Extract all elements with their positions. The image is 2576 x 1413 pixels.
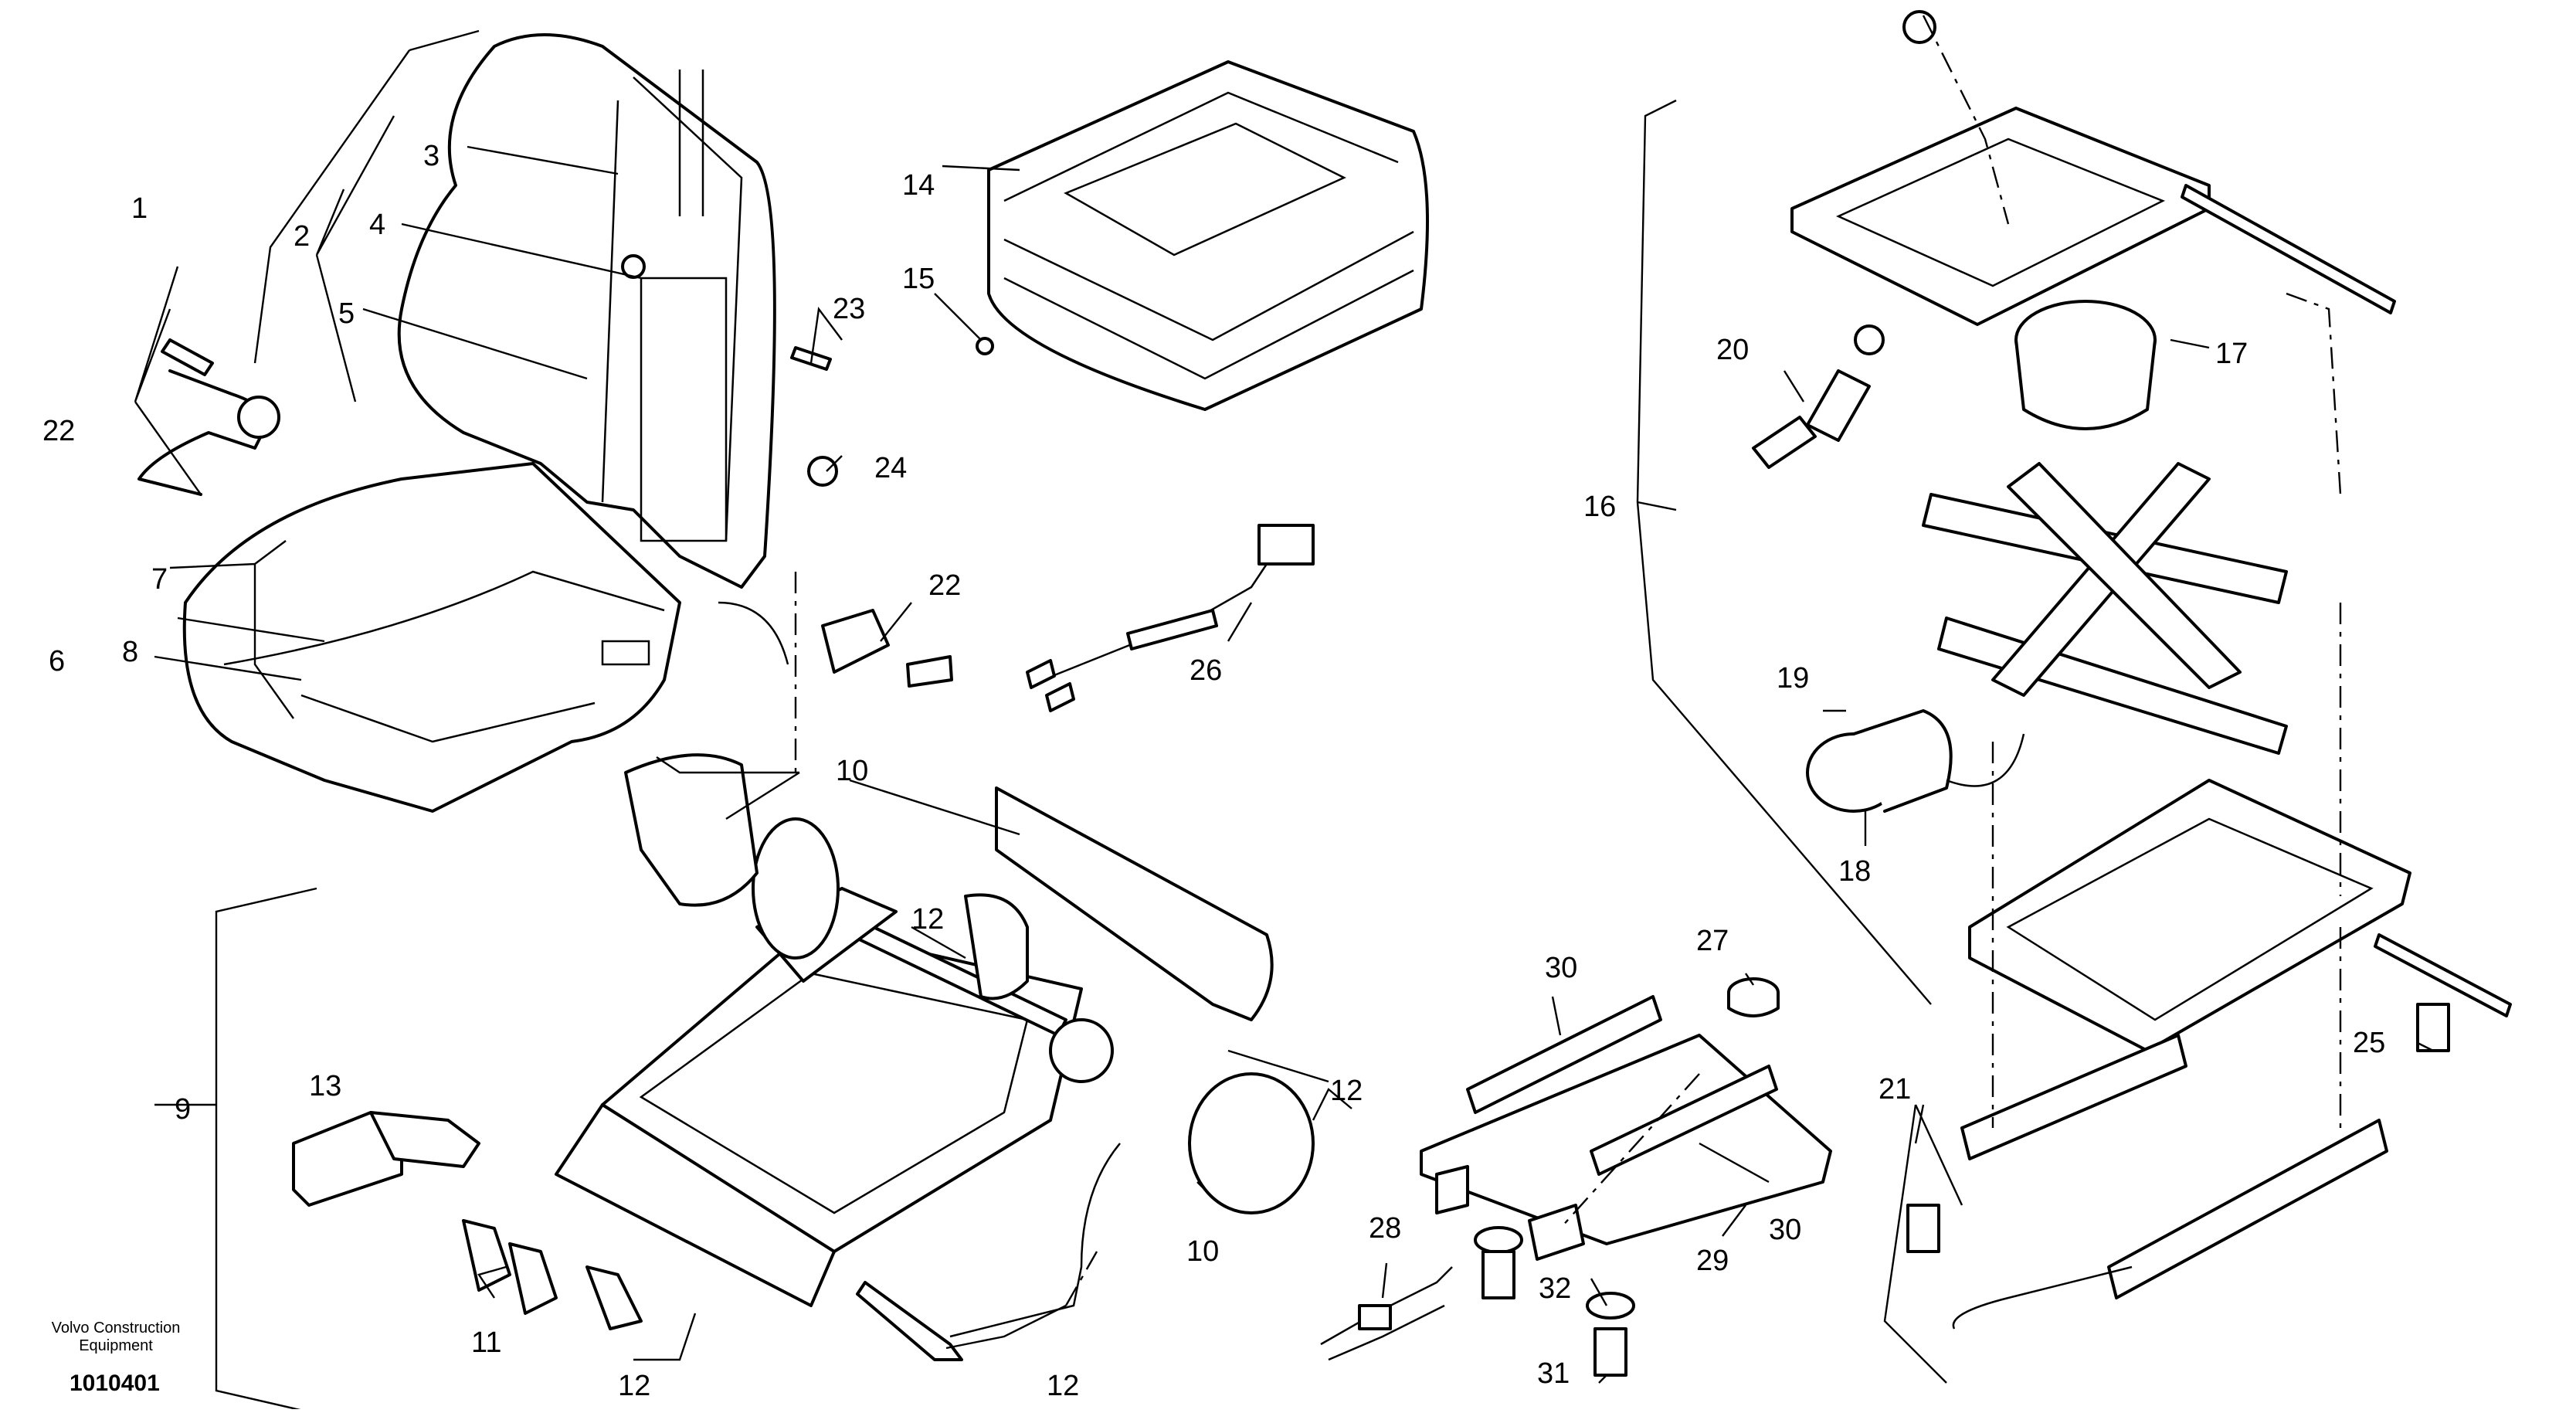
drawing-number: 1010401 — [70, 1371, 160, 1396]
callout-5: 5 — [338, 297, 355, 330]
callout-18: 18 — [1838, 855, 1871, 888]
callout-3: 3 — [423, 140, 440, 172]
callout-1: 1 — [131, 192, 148, 225]
callout-10b: 10 — [1186, 1235, 1219, 1268]
scissor-mechanism — [1922, 462, 2288, 755]
callout-12d: 12 — [1047, 1370, 1079, 1402]
callout-22b: 22 — [928, 569, 961, 602]
callout-12b: 12 — [1330, 1075, 1363, 1107]
callout-14: 14 — [902, 169, 935, 202]
callout-21: 21 — [1879, 1073, 1911, 1106]
seat-belt — [137, 338, 953, 688]
callout-30a: 30 — [1545, 952, 1577, 984]
callout-26: 26 — [1190, 654, 1222, 687]
bellows-cover — [976, 60, 1429, 411]
callout-20: 20 — [1716, 334, 1749, 366]
callout-17: 17 — [2215, 338, 2248, 370]
suspension-top-frame — [1790, 10, 2396, 326]
callout-6: 6 — [49, 645, 65, 678]
shock-absorber-20 — [1752, 324, 1885, 469]
callout-8: 8 — [122, 636, 138, 668]
dash-chain-lines — [794, 15, 2342, 1306]
callout-31: 31 — [1537, 1357, 1570, 1390]
seat-cable — [856, 1143, 1121, 1361]
callout-labels: 1 2 3 4 5 6 7 8 9 10 10 11 12 12 12 12 1… — [42, 140, 2385, 1402]
callout-11: 11 — [471, 1326, 501, 1359]
callout-32: 32 — [1539, 1272, 1571, 1305]
publisher-line-2: Equipment — [79, 1337, 153, 1354]
seat-frame — [555, 753, 1315, 1307]
bolts-31-32 — [1474, 1226, 1635, 1377]
rubber-buffer-27 — [1727, 977, 1780, 1017]
callout-30b: 30 — [1769, 1214, 1801, 1246]
callout-24: 24 — [874, 452, 907, 484]
air-spring-17 — [2014, 300, 2157, 430]
callout-27: 27 — [1696, 925, 1729, 957]
callout-15: 15 — [902, 263, 935, 295]
callout-12c: 12 — [618, 1370, 650, 1402]
callout-12a: 12 — [911, 903, 944, 936]
callout-4: 4 — [369, 209, 385, 241]
wire-28 — [1320, 1266, 1453, 1361]
wiring-harness-26 — [1026, 524, 1315, 712]
callout-19: 19 — [1777, 662, 1809, 695]
callout-13: 13 — [309, 1070, 341, 1102]
callout-28: 28 — [1369, 1212, 1401, 1245]
publisher-line-1: Volvo Construction — [52, 1320, 181, 1337]
callout-29: 29 — [1696, 1245, 1729, 1277]
seat-switches — [292, 1111, 643, 1330]
compressor-19 — [1806, 709, 2025, 813]
leader-lines — [134, 29, 2434, 1413]
callout-22a: 22 — [42, 415, 75, 447]
callout-16: 16 — [1583, 491, 1616, 523]
callout-10a: 10 — [836, 755, 868, 787]
seat-cushion — [182, 462, 681, 813]
title-block: Volvo Construction Equipment 1010401 — [52, 1320, 181, 1396]
callout-9: 9 — [175, 1093, 191, 1126]
callout-23: 23 — [833, 293, 865, 325]
base-plate-29 — [1420, 995, 1832, 1261]
callout-7: 7 — [151, 563, 168, 596]
lower-slide-frame — [1906, 779, 2512, 1330]
seat-backrest — [397, 33, 789, 665]
callout-2: 2 — [294, 220, 310, 253]
callout-25: 25 — [2353, 1027, 2385, 1059]
